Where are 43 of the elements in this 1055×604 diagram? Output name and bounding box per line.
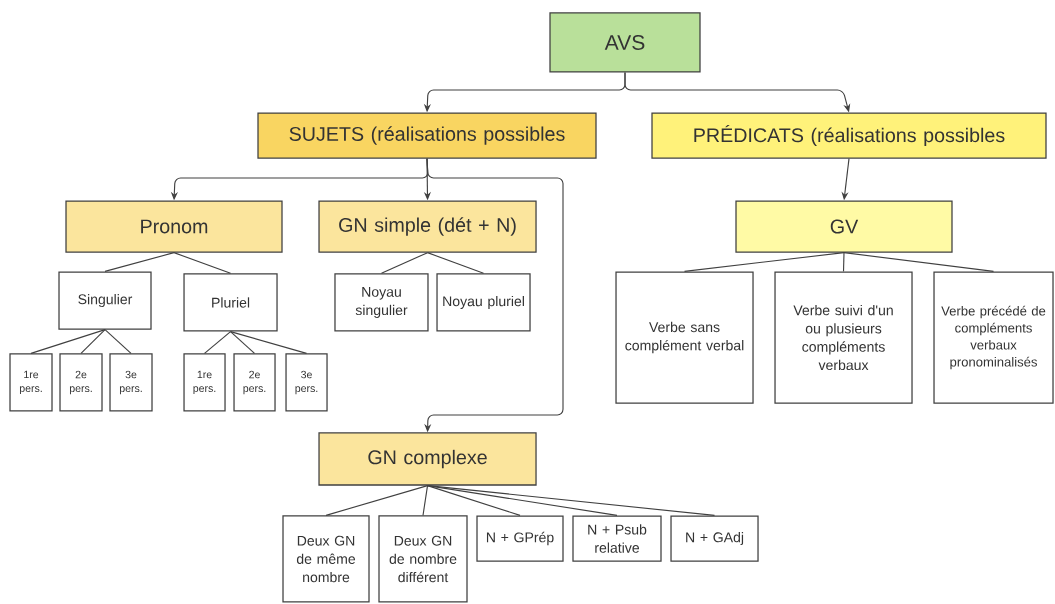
connector-line [380, 252, 429, 274]
subcategory-box: Pronom [65, 200, 283, 253]
leaf-box: 2e pers. [233, 353, 276, 412]
connector-line [173, 252, 232, 274]
leaf-box: N + Psub relative [572, 515, 662, 562]
connector-line [203, 331, 232, 354]
connector-line [426, 485, 618, 516]
leaf-box: Noyau singulier [334, 273, 429, 332]
leaf-box: 3e pers. [285, 353, 328, 412]
connector-line [426, 485, 521, 516]
leaf-box: 3e pers. [109, 353, 153, 412]
leaf-box: Deux GN de nombre différent [378, 515, 468, 603]
connector-line [842, 252, 845, 272]
leaf-box: 1re pers. [9, 353, 53, 412]
category-box: SUJETS (réalisations possibles [257, 112, 597, 159]
category-box: PRÉDICATS (réalisations possibles [651, 112, 1047, 159]
leaf-box: Singulier [58, 271, 152, 330]
leaf-box: N + GPrép [476, 515, 564, 562]
connector-line [325, 485, 429, 516]
leaf-box: Verbe sans complément verbal [615, 271, 754, 404]
subcategory-box: GN complexe [318, 432, 537, 486]
connector-line [104, 252, 175, 272]
leaf-box: 2e pers. [59, 353, 103, 412]
connector-line [426, 252, 485, 274]
connector-line [104, 329, 132, 354]
subcategory-box: GN simple (dét + N) [318, 200, 537, 253]
connector-line [426, 485, 716, 516]
connector-line [229, 331, 256, 354]
leaf-box: Pluriel [183, 273, 278, 332]
connector-line [683, 252, 845, 272]
leaf-box: Noyau pluriel [436, 273, 531, 332]
connector-line [843, 252, 995, 272]
leaf-box: 1re pers. [183, 353, 226, 412]
leaf-box: Verbe précédé de compléments verbaux pronominalisés [933, 271, 1054, 404]
root-box: AVS [549, 12, 701, 73]
leaf-box: N + GAdj [670, 515, 759, 562]
leaf-box: Verbe suivi d'un ou plusieurs compléments verbaux [774, 271, 913, 404]
subcategory-box: GV [735, 200, 953, 253]
connector-line [80, 329, 106, 354]
connector-line [422, 485, 429, 516]
leaf-box: Deux GN de même nombre [282, 515, 370, 603]
connector-line [229, 331, 308, 354]
connector-line [30, 329, 106, 354]
